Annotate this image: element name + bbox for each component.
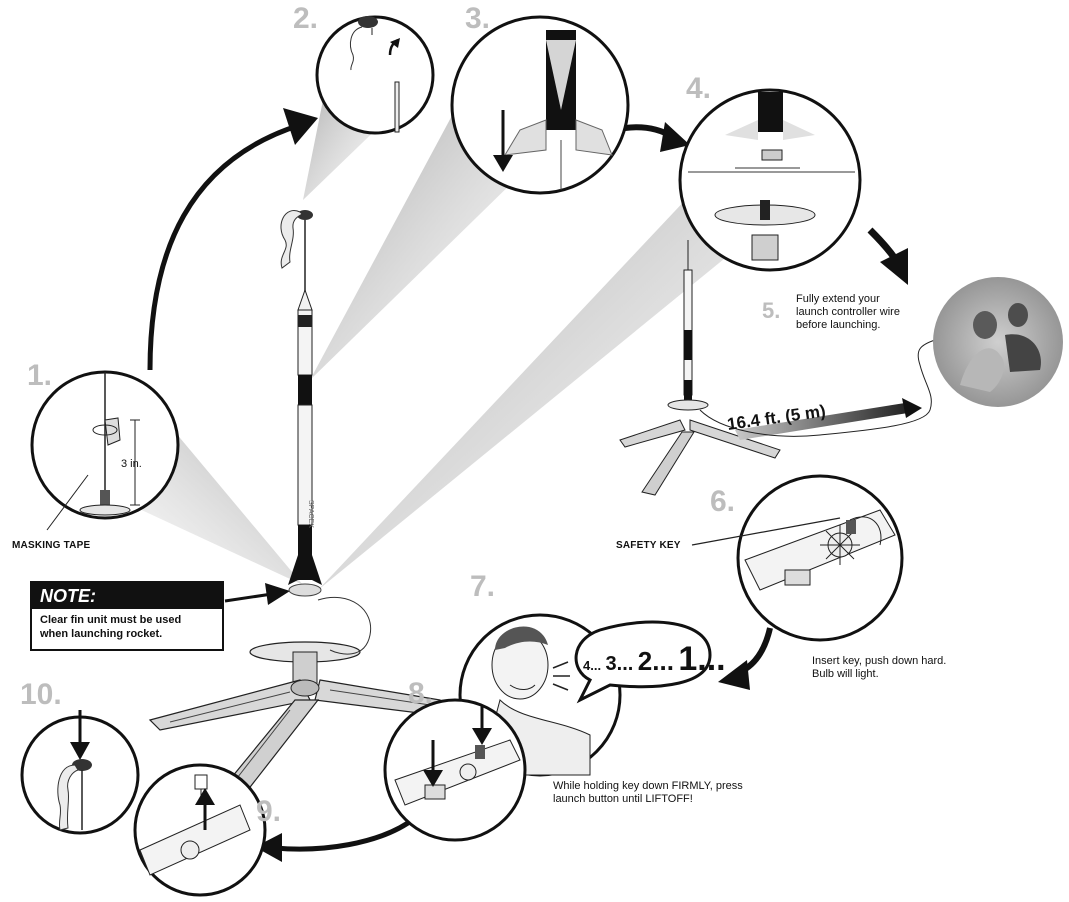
arrow-3-to-4 — [624, 122, 690, 152]
step6-caption-line-1: Insert key, push down hard. — [812, 655, 947, 667]
rocket-brand-text: SPACEX — [307, 500, 314, 528]
arrow-6-to-7 — [718, 627, 773, 690]
step-number-8: 8. — [408, 677, 434, 710]
note-line-2: when launching rocket. — [40, 628, 163, 640]
step-number-2: 2. — [293, 2, 319, 35]
detail-circle-step6 — [736, 474, 904, 642]
step6-caption-line-2: Bulb will light. — [812, 668, 879, 680]
step-number-9: 9. — [256, 795, 282, 828]
step5-caption-line-3: before launching. — [796, 319, 881, 331]
beam-step3 — [310, 110, 520, 380]
note-box: NOTE: Clear fin unit must be used when l… — [30, 581, 224, 651]
beam-step4 — [318, 195, 735, 590]
countdown-text: 4... 3... 2... 1... — [583, 640, 726, 679]
detail-circle-step10 — [20, 710, 140, 835]
arrow-8-to-9 — [255, 816, 417, 862]
step5-caption: Fully extend your launch controller wire… — [796, 293, 900, 332]
arrow-4-to-5 — [867, 227, 908, 285]
rocket-illustration: SPACEX — [280, 210, 322, 597]
note-body: Clear fin unit must be used when launchi… — [32, 609, 222, 645]
step-number-5: 5. — [762, 298, 781, 323]
step6-caption: Insert key, push down hard. Bulb will li… — [812, 655, 946, 681]
masking-tape-label: MASKING TAPE — [12, 540, 91, 551]
distance-arrow: 16.4 ft. (5 m) — [699, 339, 936, 440]
step8-caption: While holding key down FIRMLY, press lau… — [553, 780, 743, 806]
step-number-4: 4. — [686, 72, 712, 105]
step5-caption-line-1: Fully extend your — [796, 293, 880, 305]
detail-circle-step2 — [315, 15, 435, 135]
measure-label: 3 in. — [121, 458, 142, 470]
step8-caption-line-2: launch button until LIFTOFF! — [553, 793, 693, 805]
countdown-1: 1... — [678, 640, 726, 678]
note-title: NOTE: — [32, 583, 222, 609]
step-number-3: 3. — [465, 2, 491, 35]
countdown-2: 2... — [637, 646, 674, 676]
countdown-3: 3... — [605, 653, 634, 675]
speech-bubble — [574, 620, 712, 704]
step-number-1: 1. — [27, 359, 53, 392]
detail-circle-step8 — [383, 698, 527, 842]
note-arrow — [224, 583, 290, 605]
step-number-6: 6. — [710, 485, 736, 518]
step5-caption-line-2: launch controller wire — [796, 306, 900, 318]
step8-caption-line-1: While holding key down FIRMLY, press — [553, 780, 743, 792]
step-number-7: 7. — [470, 570, 496, 603]
kids-photo-illustration — [933, 277, 1063, 407]
detail-circle-step9 — [133, 763, 267, 897]
arrow-1-to-2 — [147, 108, 318, 371]
detail-circle-step4 — [678, 88, 862, 272]
igniter-wire — [317, 596, 372, 655]
detail-circle-step3 — [450, 15, 630, 195]
step-number-10: 10. — [20, 678, 62, 711]
detail-circle-step1 — [30, 370, 180, 520]
safety-key-label: SAFETY KEY — [616, 540, 681, 551]
note-line-1: Clear fin unit must be used — [40, 614, 182, 626]
countdown-4: 4... — [583, 658, 602, 673]
small-rocket-illustration — [619, 240, 781, 496]
